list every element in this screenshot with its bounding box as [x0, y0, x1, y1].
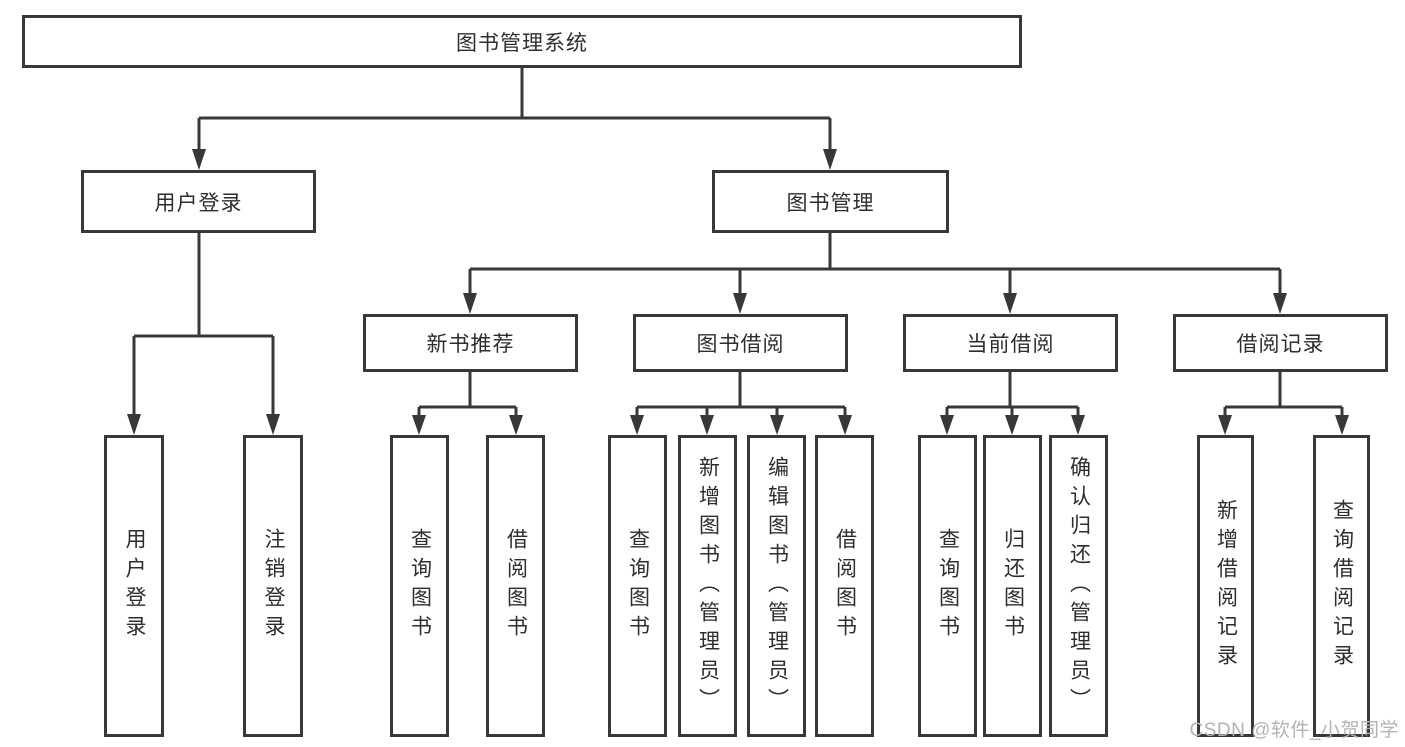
- leaf-records-query: 查询借阅记录: [1313, 435, 1370, 737]
- node-new-book-recommend: 新书推荐: [363, 314, 578, 372]
- leaf-current-query: 查询图书: [918, 435, 977, 737]
- leaf-newbooks-borrow: 借阅图书: [486, 435, 545, 737]
- node-borrow-records-label: 借阅记录: [1236, 333, 1325, 356]
- leaf-current-query-label: 查询图书: [936, 528, 960, 644]
- node-book-management: 图书管理: [712, 170, 949, 233]
- connector-borrow-to-leaves: [630, 372, 852, 435]
- leaf-user-login-label: 用户登录: [123, 528, 146, 644]
- node-current-borrow-label: 当前借阅: [966, 333, 1055, 356]
- leaf-current-confirm-return-admin: 确认归还（管理员）: [1049, 435, 1108, 737]
- leaf-logout: 注销登录: [243, 435, 303, 737]
- leaf-records-add-label: 新增借阅记录: [1214, 499, 1238, 673]
- connector-current-to-leaves: [940, 372, 1085, 435]
- node-current-borrow: 当前借阅: [903, 314, 1118, 372]
- leaf-newbooks-query: 查询图书: [390, 435, 449, 737]
- leaf-borrow-query-label: 查询图书: [626, 528, 650, 644]
- leaf-borrow-edit-admin-label: 编辑图书（管理员）: [765, 455, 789, 717]
- connector-root-to-level2: [192, 68, 837, 170]
- leaf-borrow-edit-admin: 编辑图书（管理员）: [747, 435, 806, 737]
- leaf-records-add: 新增借阅记录: [1197, 435, 1254, 737]
- leaf-borrow-query: 查询图书: [608, 435, 667, 737]
- node-user-login: 用户登录: [81, 170, 316, 233]
- connector-management-to-level3: [463, 233, 1287, 314]
- leaf-newbooks-query-label: 查询图书: [408, 528, 432, 644]
- node-book-borrow-label: 图书借阅: [696, 333, 785, 356]
- leaf-logout-label: 注销登录: [262, 528, 285, 644]
- node-user-login-label: 用户登录: [154, 191, 243, 215]
- leaf-newbooks-borrow-label: 借阅图书: [504, 528, 528, 644]
- leaf-borrow-add-admin-label: 新增图书（管理员）: [696, 455, 720, 717]
- node-book-borrow: 图书借阅: [633, 314, 848, 372]
- connector-records-to-leaves: [1218, 372, 1349, 435]
- csdn-watermark: CSDN @软件_小贺同学: [1189, 720, 1399, 741]
- connector-newbooks-to-leaves: [412, 372, 523, 435]
- connector-login-to-leaves: [127, 233, 280, 435]
- leaf-borrow-add-admin: 新增图书（管理员）: [678, 435, 737, 737]
- node-root-system: 图书管理系统: [22, 15, 1022, 68]
- node-borrow-records: 借阅记录: [1173, 314, 1388, 372]
- node-root-label: 图书管理系统: [456, 31, 588, 55]
- node-new-book-recommend-label: 新书推荐: [426, 333, 515, 356]
- leaf-current-confirm-return-admin-label: 确认归还（管理员）: [1067, 455, 1091, 717]
- leaf-current-return-label: 归还图书: [1001, 528, 1025, 644]
- node-book-management-label: 图书管理: [786, 191, 875, 215]
- leaf-records-query-label: 查询借阅记录: [1330, 499, 1354, 673]
- leaf-borrow-book-label: 借阅图书: [833, 528, 857, 644]
- leaf-current-return: 归还图书: [983, 435, 1042, 737]
- leaf-user-login: 用户登录: [104, 435, 164, 737]
- leaf-borrow-book: 借阅图书: [815, 435, 874, 737]
